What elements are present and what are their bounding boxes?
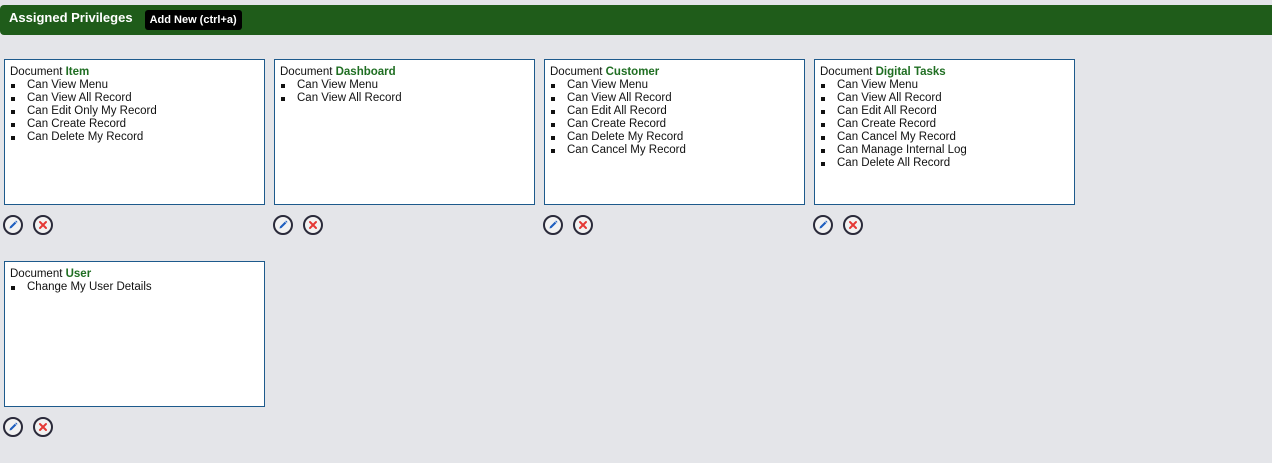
permission-item: Can Create Record [10, 118, 259, 131]
permission-item: Can View Menu [820, 79, 1069, 92]
permission-item: Can Delete All Record [820, 157, 1069, 170]
card-actions [3, 215, 265, 235]
close-x-icon [579, 221, 587, 229]
card-title: Document Customer [550, 66, 799, 79]
delete-button[interactable] [303, 215, 323, 235]
document-prefix: Document [10, 66, 66, 78]
delete-button[interactable] [573, 215, 593, 235]
card-title: Document Item [10, 66, 259, 79]
pencil-icon [279, 220, 288, 229]
page-title: Assigned Privileges [9, 10, 133, 25]
privilege-cell-user: Document User Change My User Details [3, 261, 265, 463]
permission-item: Can View All Record [820, 92, 1069, 105]
permission-item: Can Create Record [820, 118, 1069, 131]
document-prefix: Document [550, 66, 606, 78]
permission-item: Can Delete My Record [10, 131, 259, 144]
permission-item: Can View Menu [10, 79, 259, 92]
card-actions [543, 215, 805, 235]
card-title: Document User [10, 268, 259, 281]
pencil-icon [549, 220, 558, 229]
edit-button[interactable] [3, 417, 23, 437]
pencil-icon [9, 220, 18, 229]
permission-item: Can Edit All Record [550, 105, 799, 118]
permission-item: Change My User Details [10, 281, 259, 294]
edit-button[interactable] [273, 215, 293, 235]
document-name: Customer [605, 66, 660, 78]
document-prefix: Document [10, 268, 66, 280]
permission-item: Can Cancel My Record [820, 131, 1069, 144]
card-actions [3, 417, 265, 437]
delete-button[interactable] [33, 215, 53, 235]
add-new-button[interactable]: Add New (ctrl+a) [144, 9, 242, 30]
document-name: Dashboard [335, 66, 396, 78]
permission-item: Can View All Record [280, 92, 529, 105]
edit-button[interactable] [3, 215, 23, 235]
permission-item: Can View All Record [550, 92, 799, 105]
pencil-icon [819, 220, 828, 229]
permission-item: Can View Menu [550, 79, 799, 92]
delete-button[interactable] [843, 215, 863, 235]
edit-button[interactable] [543, 215, 563, 235]
card-title: Document Digital Tasks [820, 66, 1069, 79]
edit-button[interactable] [813, 215, 833, 235]
permission-item: Can Cancel My Record [550, 144, 799, 157]
document-prefix: Document [280, 66, 336, 78]
section-header: Assigned Privileges Add New (ctrl+a) [0, 5, 1272, 35]
close-x-icon [39, 221, 47, 229]
document-prefix: Document [820, 66, 876, 78]
card-actions [813, 215, 1075, 235]
close-x-icon [849, 221, 857, 229]
permission-item: Can Edit Only My Record [10, 105, 259, 118]
pencil-icon [9, 422, 18, 431]
card-title: Document Dashboard [280, 66, 529, 79]
close-x-icon [309, 221, 317, 229]
document-name: Digital Tasks [875, 66, 946, 78]
delete-button[interactable] [33, 417, 53, 437]
privilege-card: Document User Change My User Details [4, 261, 265, 407]
permission-item: Can Delete My Record [550, 131, 799, 144]
permission-item: Can Create Record [550, 118, 799, 131]
close-x-icon [39, 423, 47, 431]
permission-item: Can Edit All Record [820, 105, 1069, 118]
permission-item: Can View All Record [10, 92, 259, 105]
permission-item: Can Manage Internal Log [820, 144, 1069, 157]
permission-item: Can View Menu [280, 79, 529, 92]
card-actions [273, 215, 535, 235]
document-name: User [65, 268, 92, 280]
document-name: Item [65, 66, 90, 78]
permission-list: Change My User Details [10, 281, 259, 294]
